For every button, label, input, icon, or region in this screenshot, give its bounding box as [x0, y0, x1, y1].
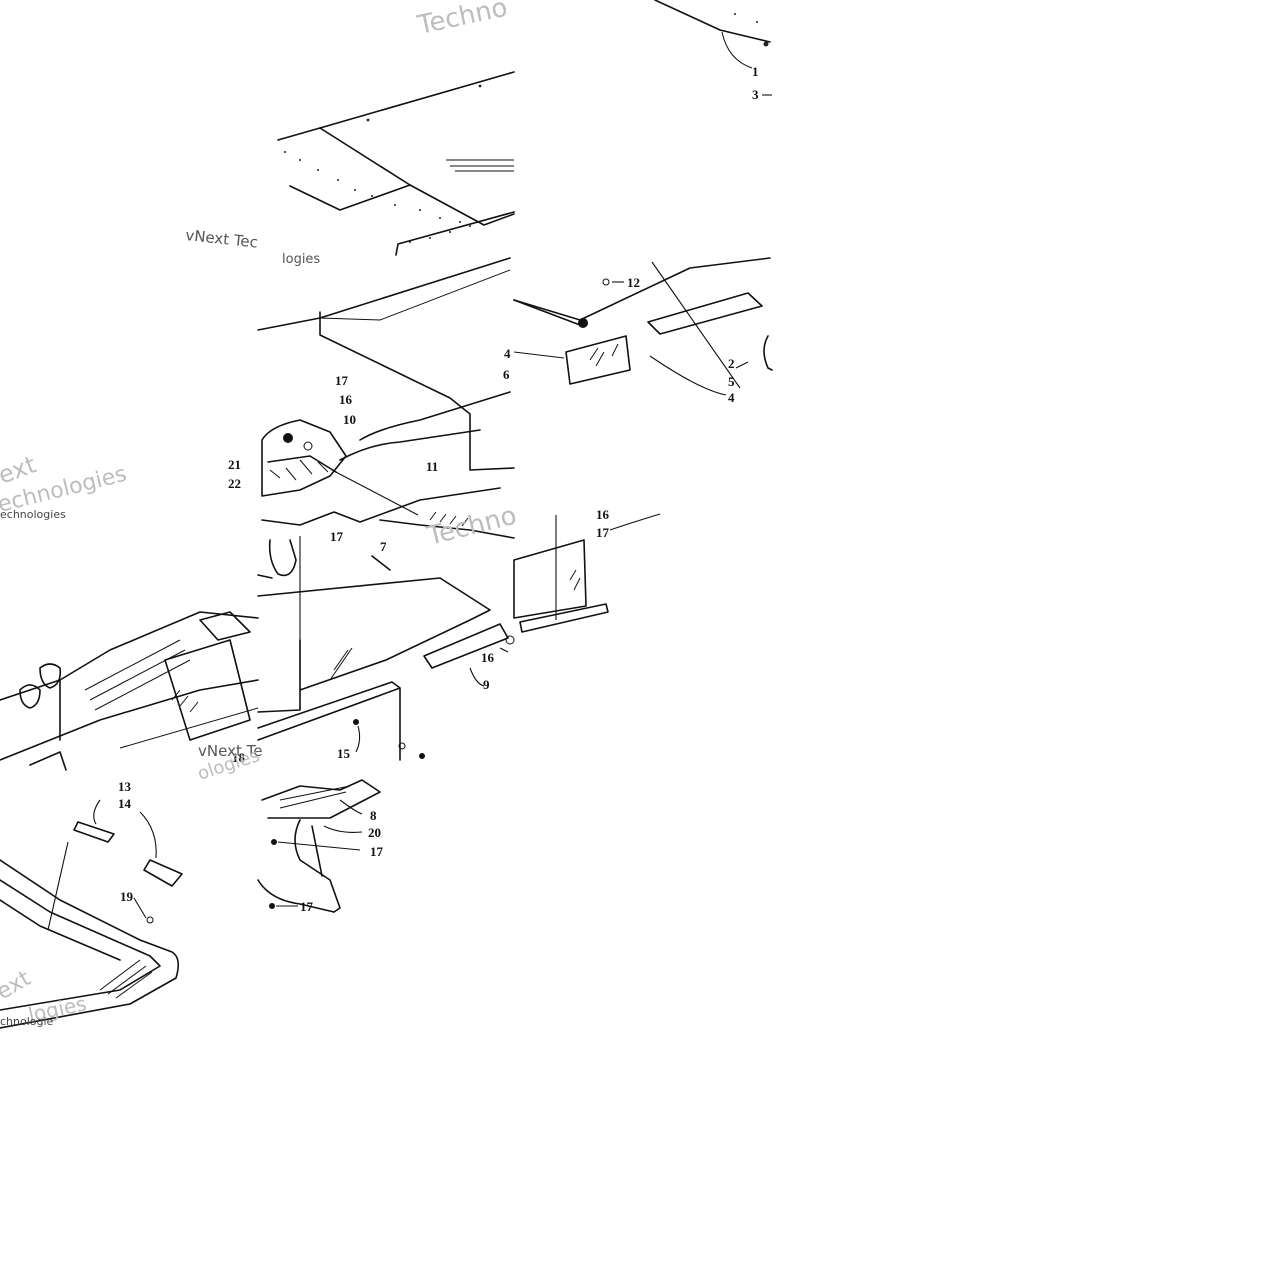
watermark: logies [282, 252, 320, 267]
tile-bracket [513, 513, 661, 633]
callout-17: 17 [335, 373, 349, 388]
callout-17: 17 [370, 844, 384, 859]
watermark: echnologies [0, 508, 66, 521]
tile-center-assembly [257, 257, 515, 680]
watermark: Techno [423, 501, 519, 552]
watermark: ext [0, 966, 35, 1005]
callout-7: 7 [380, 539, 387, 554]
callout-10: 10 [343, 412, 356, 427]
callout-6: 6 [503, 367, 510, 382]
watermark: vNext Tec [185, 226, 259, 251]
callout-11: 11 [426, 459, 438, 474]
callout-17: 17 [596, 525, 610, 540]
callout-16: 16 [481, 650, 495, 665]
callout-14: 14 [118, 796, 132, 811]
callout-22: 22 [228, 476, 241, 491]
watermark: vNext Te [198, 742, 262, 760]
callout-2: 2 [728, 356, 735, 371]
callout-13: 13 [118, 779, 132, 794]
tile-left-frame [0, 611, 259, 771]
rivet-pattern [284, 84, 482, 243]
callouts: 1 3 12 4 2 5 4 6 17 16 10 21 22 11 17 7 … [118, 64, 759, 914]
tile-decal-area [513, 257, 773, 396]
callout-8: 8 [370, 808, 377, 823]
tile-hood-panel [277, 71, 515, 256]
callout-19: 19 [120, 889, 134, 904]
callout-17: 17 [300, 899, 314, 914]
callout-1: 1 [752, 64, 759, 79]
callout-3: 3 [752, 87, 759, 102]
callout-5: 5 [728, 374, 735, 389]
callout-20: 20 [368, 825, 381, 840]
watermark: chnologie [0, 1015, 54, 1028]
tile-bumper [0, 799, 183, 1029]
tile-chassis [257, 555, 515, 761]
callout-12: 12 [627, 275, 640, 290]
callout-9: 9 [483, 677, 490, 692]
callout-15: 15 [337, 746, 351, 761]
tile-top-right-fragment [654, 0, 772, 96]
callout-21: 21 [228, 457, 241, 472]
callout-17: 17 [330, 529, 344, 544]
callout-16: 16 [339, 392, 353, 407]
callout-18: 18 [232, 750, 246, 765]
callout-4: 4 [728, 390, 735, 405]
tile-step [257, 779, 381, 913]
watermark: Techno [414, 0, 510, 41]
watermarks: Techno vNext Tec logies ext echnologies … [0, 0, 520, 1028]
callout-16: 16 [596, 507, 610, 522]
callout-4: 4 [504, 346, 511, 361]
